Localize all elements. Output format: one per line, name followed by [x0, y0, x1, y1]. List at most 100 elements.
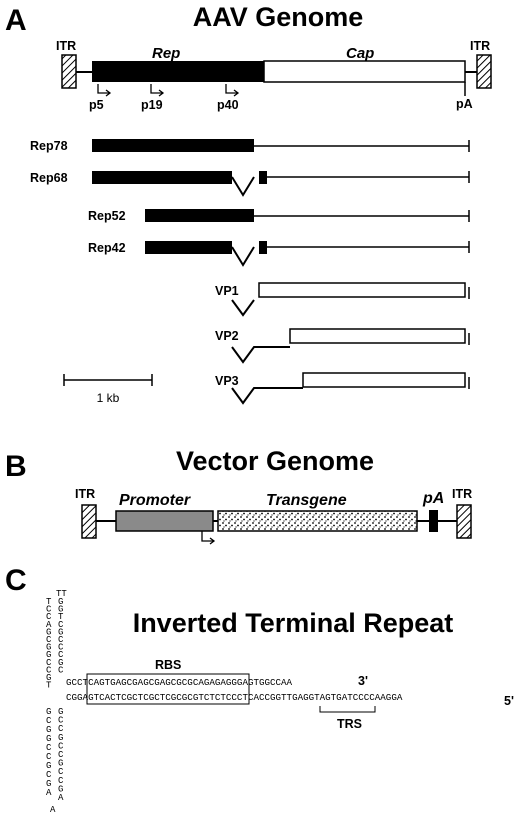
hairpin-base: C: [58, 716, 64, 726]
hairpin-base: A: [58, 793, 64, 803]
hairpin-base: G: [58, 658, 63, 668]
vector-pa-label: pA: [422, 490, 444, 507]
hairpin-base: C: [58, 776, 64, 786]
transcript-rep68-label: Rep68: [30, 171, 68, 185]
vector-itr-right-box: [456, 504, 472, 539]
hairpin-base: G: [58, 597, 63, 607]
hairpin-base: C: [58, 741, 64, 751]
hairpin-base: C: [46, 635, 52, 645]
hairpin-base: G: [58, 605, 63, 615]
hairpin-base: C: [58, 620, 64, 630]
transgene-box: [217, 510, 418, 532]
panel-a-title: AAV Genome: [193, 2, 364, 32]
hairpin-base: G: [46, 761, 51, 771]
hairpin-base: A: [46, 620, 52, 630]
transcript-rep78: [92, 139, 470, 152]
strand-5prime-label: 5': [504, 694, 514, 708]
hairpin-loop-bottom: A: [50, 805, 56, 815]
vector-itr-right-label: ITR: [452, 487, 472, 501]
itr-right-box: [476, 54, 492, 89]
itr-left-label: ITR: [56, 39, 76, 53]
cap-label: Cap: [346, 45, 374, 62]
hairpin-base: G: [58, 784, 63, 794]
transcript-rep52: [145, 209, 470, 222]
scale-bar-label: 1 kb: [97, 391, 120, 405]
bottom-strand: CGGAGTCACTCGCTCGCTCGCGCGTCTCTCCCTCACCGGT…: [66, 692, 403, 703]
transcript-rep52-label: Rep52: [88, 209, 126, 223]
hairpin-base: T: [46, 597, 52, 607]
hairpin-base: C: [46, 743, 52, 753]
hairpin-base: T: [46, 681, 52, 691]
hairpin-base: G: [46, 650, 51, 660]
transcript-vp3: [231, 372, 470, 405]
transcript-vp1-label: VP1: [215, 284, 239, 298]
hairpin-base: G: [58, 627, 63, 637]
vector-itr-left-label: ITR: [75, 487, 95, 501]
scale-bar: [63, 374, 153, 386]
panel-c-letter: C: [5, 564, 27, 597]
hairpin-base: A: [46, 788, 52, 798]
hairpin-base: G: [46, 779, 51, 789]
transcript-vp1: [231, 282, 470, 317]
transcript-rep42: [145, 241, 470, 267]
hairpin-base: C: [58, 767, 64, 777]
rbs-box: [86, 673, 250, 705]
hairpin-loop-top: TT: [56, 589, 67, 599]
hairpin-base: G: [46, 673, 51, 683]
transcript-vp2-label: VP2: [215, 329, 239, 343]
trs-bracket: [319, 706, 376, 713]
hairpin-base: G: [58, 759, 63, 769]
rbs-label: RBS: [155, 658, 181, 672]
itr-left-box: [61, 54, 77, 89]
promoter-p19-label: p19: [141, 98, 163, 112]
hairpin-base: G: [58, 707, 63, 717]
transgene-label: Transgene: [266, 492, 347, 509]
hairpin-base: C: [58, 750, 64, 760]
promoter-p5-label: p5: [89, 98, 104, 112]
hairpin-base: C: [46, 716, 52, 726]
top-strand: GCCTCAGTGAGCGAGCGAGCGCGCAGAGAGGGAGTGGCCA…: [66, 677, 293, 688]
vector-itr-left-box: [81, 504, 97, 539]
hairpin-base: C: [58, 724, 64, 734]
itr-right-label: ITR: [470, 39, 490, 53]
transcript-vp2: [231, 328, 470, 364]
rep-label: Rep: [152, 45, 180, 62]
panel-b-title: Vector Genome: [176, 446, 374, 476]
hairpin-base: G: [46, 725, 51, 735]
transcript-rep78-label: Rep78: [30, 139, 68, 153]
hairpin-base: G: [46, 627, 51, 637]
hairpin-base: C: [46, 770, 52, 780]
trs-label: TRS: [337, 717, 362, 731]
panel-c-title: Inverted Terminal Repeat: [133, 608, 454, 638]
hairpin-base: C: [58, 635, 64, 645]
hairpin-base: C: [58, 643, 64, 653]
promoter-label: Promoter: [119, 492, 191, 509]
strand-3prime-label: 3': [358, 674, 368, 688]
hairpin-base: G: [46, 707, 51, 717]
transcript-rep42-label: Rep42: [88, 241, 126, 255]
transcript-vp3-label: VP3: [215, 374, 239, 388]
hairpin-base: C: [46, 658, 52, 668]
panel-b-letter: B: [5, 450, 27, 483]
vector-pa-box: [429, 510, 438, 532]
hairpin-base: T: [58, 612, 64, 622]
hairpin-base: G: [46, 643, 51, 653]
hairpin-base: C: [58, 650, 64, 660]
vector-genome-map: [81, 504, 472, 545]
hairpin-base: C: [58, 665, 64, 675]
cap-box: [263, 60, 466, 83]
promoter-box: [115, 510, 214, 532]
hairpin-base: C: [46, 752, 52, 762]
hairpin-base: C: [46, 665, 52, 675]
pa-label: pA: [456, 97, 473, 111]
promoter-p40-label: p40: [217, 98, 239, 112]
hairpin-base: C: [46, 605, 52, 615]
aav-genome-map: [61, 54, 492, 96]
transcript-rep68: [92, 171, 470, 197]
rep-box: [92, 61, 264, 82]
hairpin-base: C: [46, 612, 52, 622]
